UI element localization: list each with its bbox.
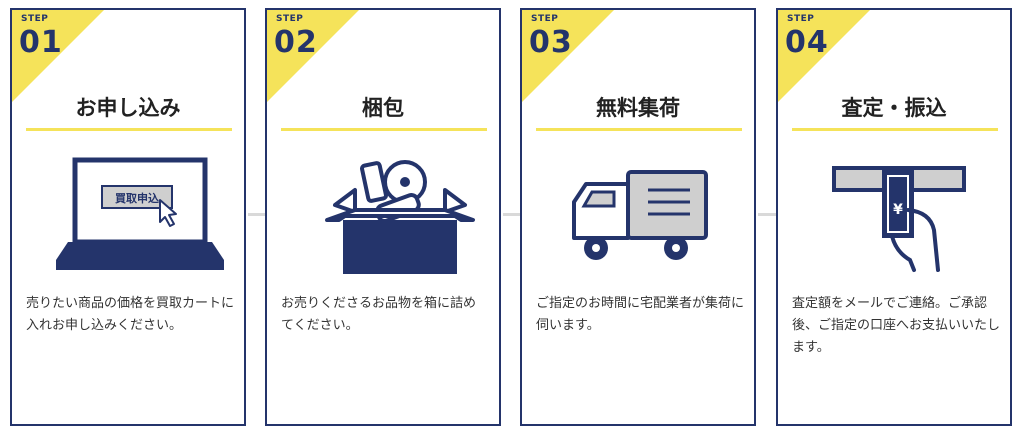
step-title: 梱包	[362, 96, 404, 120]
step-connector	[503, 213, 521, 216]
cash-withdrawal-icon: ¥	[796, 150, 996, 280]
step-label: STEP	[787, 14, 815, 24]
step-card-3: STEP 03 無料集荷 ご指定のお時間に宅配業者が集荷に伺います。	[520, 8, 756, 426]
step-flag: STEP 01	[12, 10, 112, 110]
step-description: 売りたい商品の価格を買取カートに入れお申し込みください。	[26, 296, 235, 333]
step-flag: STEP 02	[267, 10, 367, 110]
delivery-truck-icon	[540, 150, 740, 280]
screen-button-text: 買取申込	[115, 191, 159, 205]
step-description: 査定額をメールでご連絡。ご承認後、ご指定の口座へお支払いいたします。	[792, 296, 1001, 355]
title-underline	[281, 128, 487, 131]
yen-mark: ¥	[893, 202, 903, 218]
package-box-icon	[285, 150, 485, 280]
step-connector	[758, 213, 776, 216]
step-connector	[248, 213, 266, 216]
step-card-1: STEP 01 お申し込み 買取申込 売りたい商品の価格を買取カートに入れお申し…	[10, 8, 246, 426]
title-underline	[792, 128, 998, 131]
step-description: お売りくださるお品物を箱に詰めてください。	[281, 296, 477, 333]
step-label: STEP	[21, 14, 49, 24]
step-flag: STEP 04	[778, 10, 878, 110]
step-description: ご指定のお時間に宅配業者が集荷に伺います。	[536, 296, 745, 333]
title-underline	[26, 128, 232, 131]
step-title: 無料集荷	[596, 96, 680, 120]
step-label: STEP	[531, 14, 559, 24]
step-number: 02	[274, 25, 318, 60]
step-card-4: STEP 04 査定・振込 ¥ 査定額をメールでご連絡。ご承認後、ご指定の口座へ…	[776, 8, 1012, 426]
step-label: STEP	[276, 14, 304, 24]
step-number: 03	[529, 25, 573, 60]
step-card-2: STEP 02 梱包 お売りくださるお品物を箱に詰めてください。	[265, 8, 501, 426]
step-title: お申し込み	[75, 96, 181, 120]
laptop-icon: 買取申込	[30, 150, 230, 280]
step-title: 査定・振込	[841, 96, 947, 120]
title-underline	[536, 128, 742, 131]
step-number: 04	[785, 25, 829, 60]
step-number: 01	[19, 25, 63, 60]
step-flag: STEP 03	[522, 10, 622, 110]
